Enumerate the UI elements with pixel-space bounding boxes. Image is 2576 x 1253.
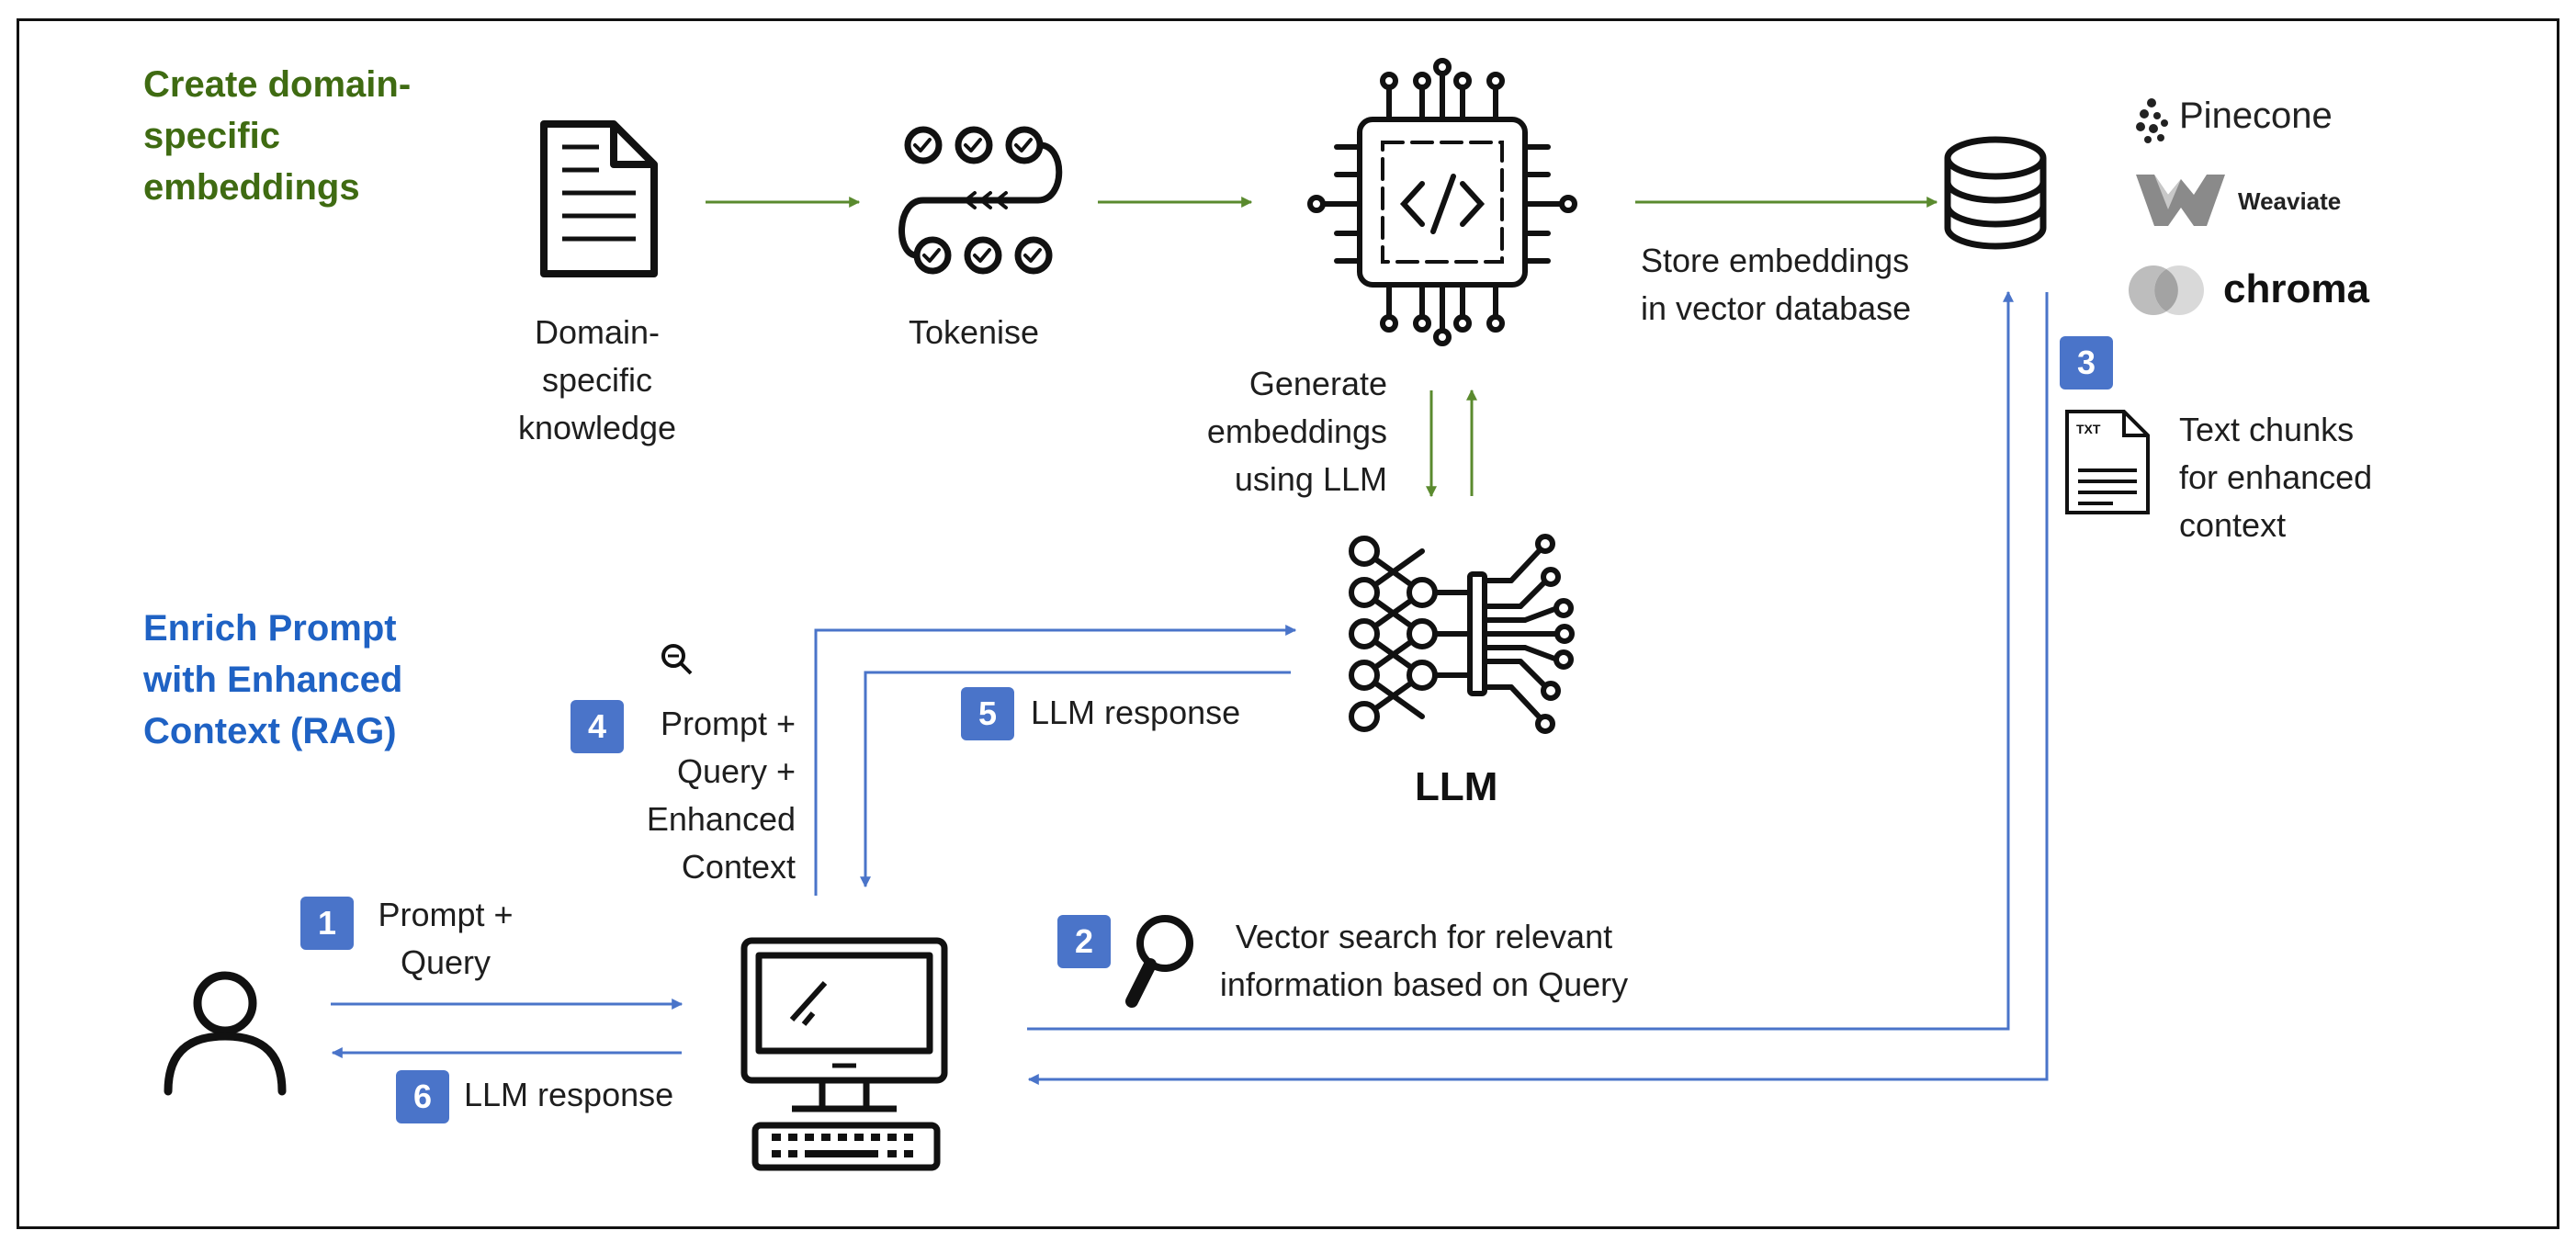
step4-label: Prompt + Query + Enhanced Context (646, 705, 796, 886)
generate-embeddings-label: Generate embeddings using LLM (1206, 365, 1387, 498)
diagram-frame (17, 18, 2559, 1229)
chroma-logo-icon (2129, 265, 2204, 315)
step-badge-5: 5 (961, 687, 1014, 740)
step-badge-1: 1 (300, 897, 354, 950)
llm-network-icon (1349, 534, 1575, 734)
step6-label: LLM response (464, 1076, 674, 1113)
enrich-prompt-title: Enrich Prompt with Enhanced Context (RAG… (143, 608, 403, 751)
pinecone-logo-icon (2136, 98, 2168, 143)
search-icon (1125, 915, 1193, 1008)
step5-label: LLM response (1031, 694, 1241, 731)
tokenise-icon (898, 126, 1063, 275)
arrow-llm-to-computer (860, 671, 1291, 888)
chip-icon (1307, 58, 1577, 346)
green-arrows (706, 197, 1938, 498)
domain-knowledge-label: Domain- specific knowledge (517, 313, 677, 446)
weaviate-logo-icon (2136, 175, 2225, 226)
store-embeddings-label: Store embeddings in vector database (1641, 242, 1912, 327)
user-icon (164, 971, 287, 1096)
step-badge-6: 6 (396, 1070, 449, 1123)
arrow-computer-to-llm (814, 625, 1297, 896)
weaviate-logo-text: Weaviate (2238, 187, 2342, 215)
step1-label: Prompt + Query (378, 896, 514, 981)
chroma-logo-text: chroma (2223, 266, 2369, 311)
arrow-computer-to-database (1027, 290, 2014, 1031)
create-embeddings-title: Create domain- specific embeddings (143, 64, 412, 208)
computer-icon (740, 937, 948, 1171)
step-badge-3: 3 (2060, 336, 2113, 389)
step-badge-4: 4 (571, 700, 624, 753)
blue-arrows (331, 290, 2049, 1085)
step-badge-2: 2 (1057, 915, 1111, 968)
database-icon (1944, 136, 2047, 250)
document-icon (540, 120, 658, 277)
arrow-database-to-computer (1027, 292, 2049, 1085)
step2-label: Vector search for relevant information b… (1219, 918, 1629, 1003)
llm-label: LLM (1415, 764, 1498, 809)
text-file-icon (2065, 410, 2150, 514)
text-file-tag: TXT (2076, 422, 2101, 436)
text-chunks-label: Text chunks for enhanced context (2179, 411, 2373, 544)
zoom-out-icon (661, 644, 693, 675)
tokenise-label: Tokenise (908, 313, 1040, 351)
pinecone-logo-text: Pinecone (2179, 96, 2333, 136)
